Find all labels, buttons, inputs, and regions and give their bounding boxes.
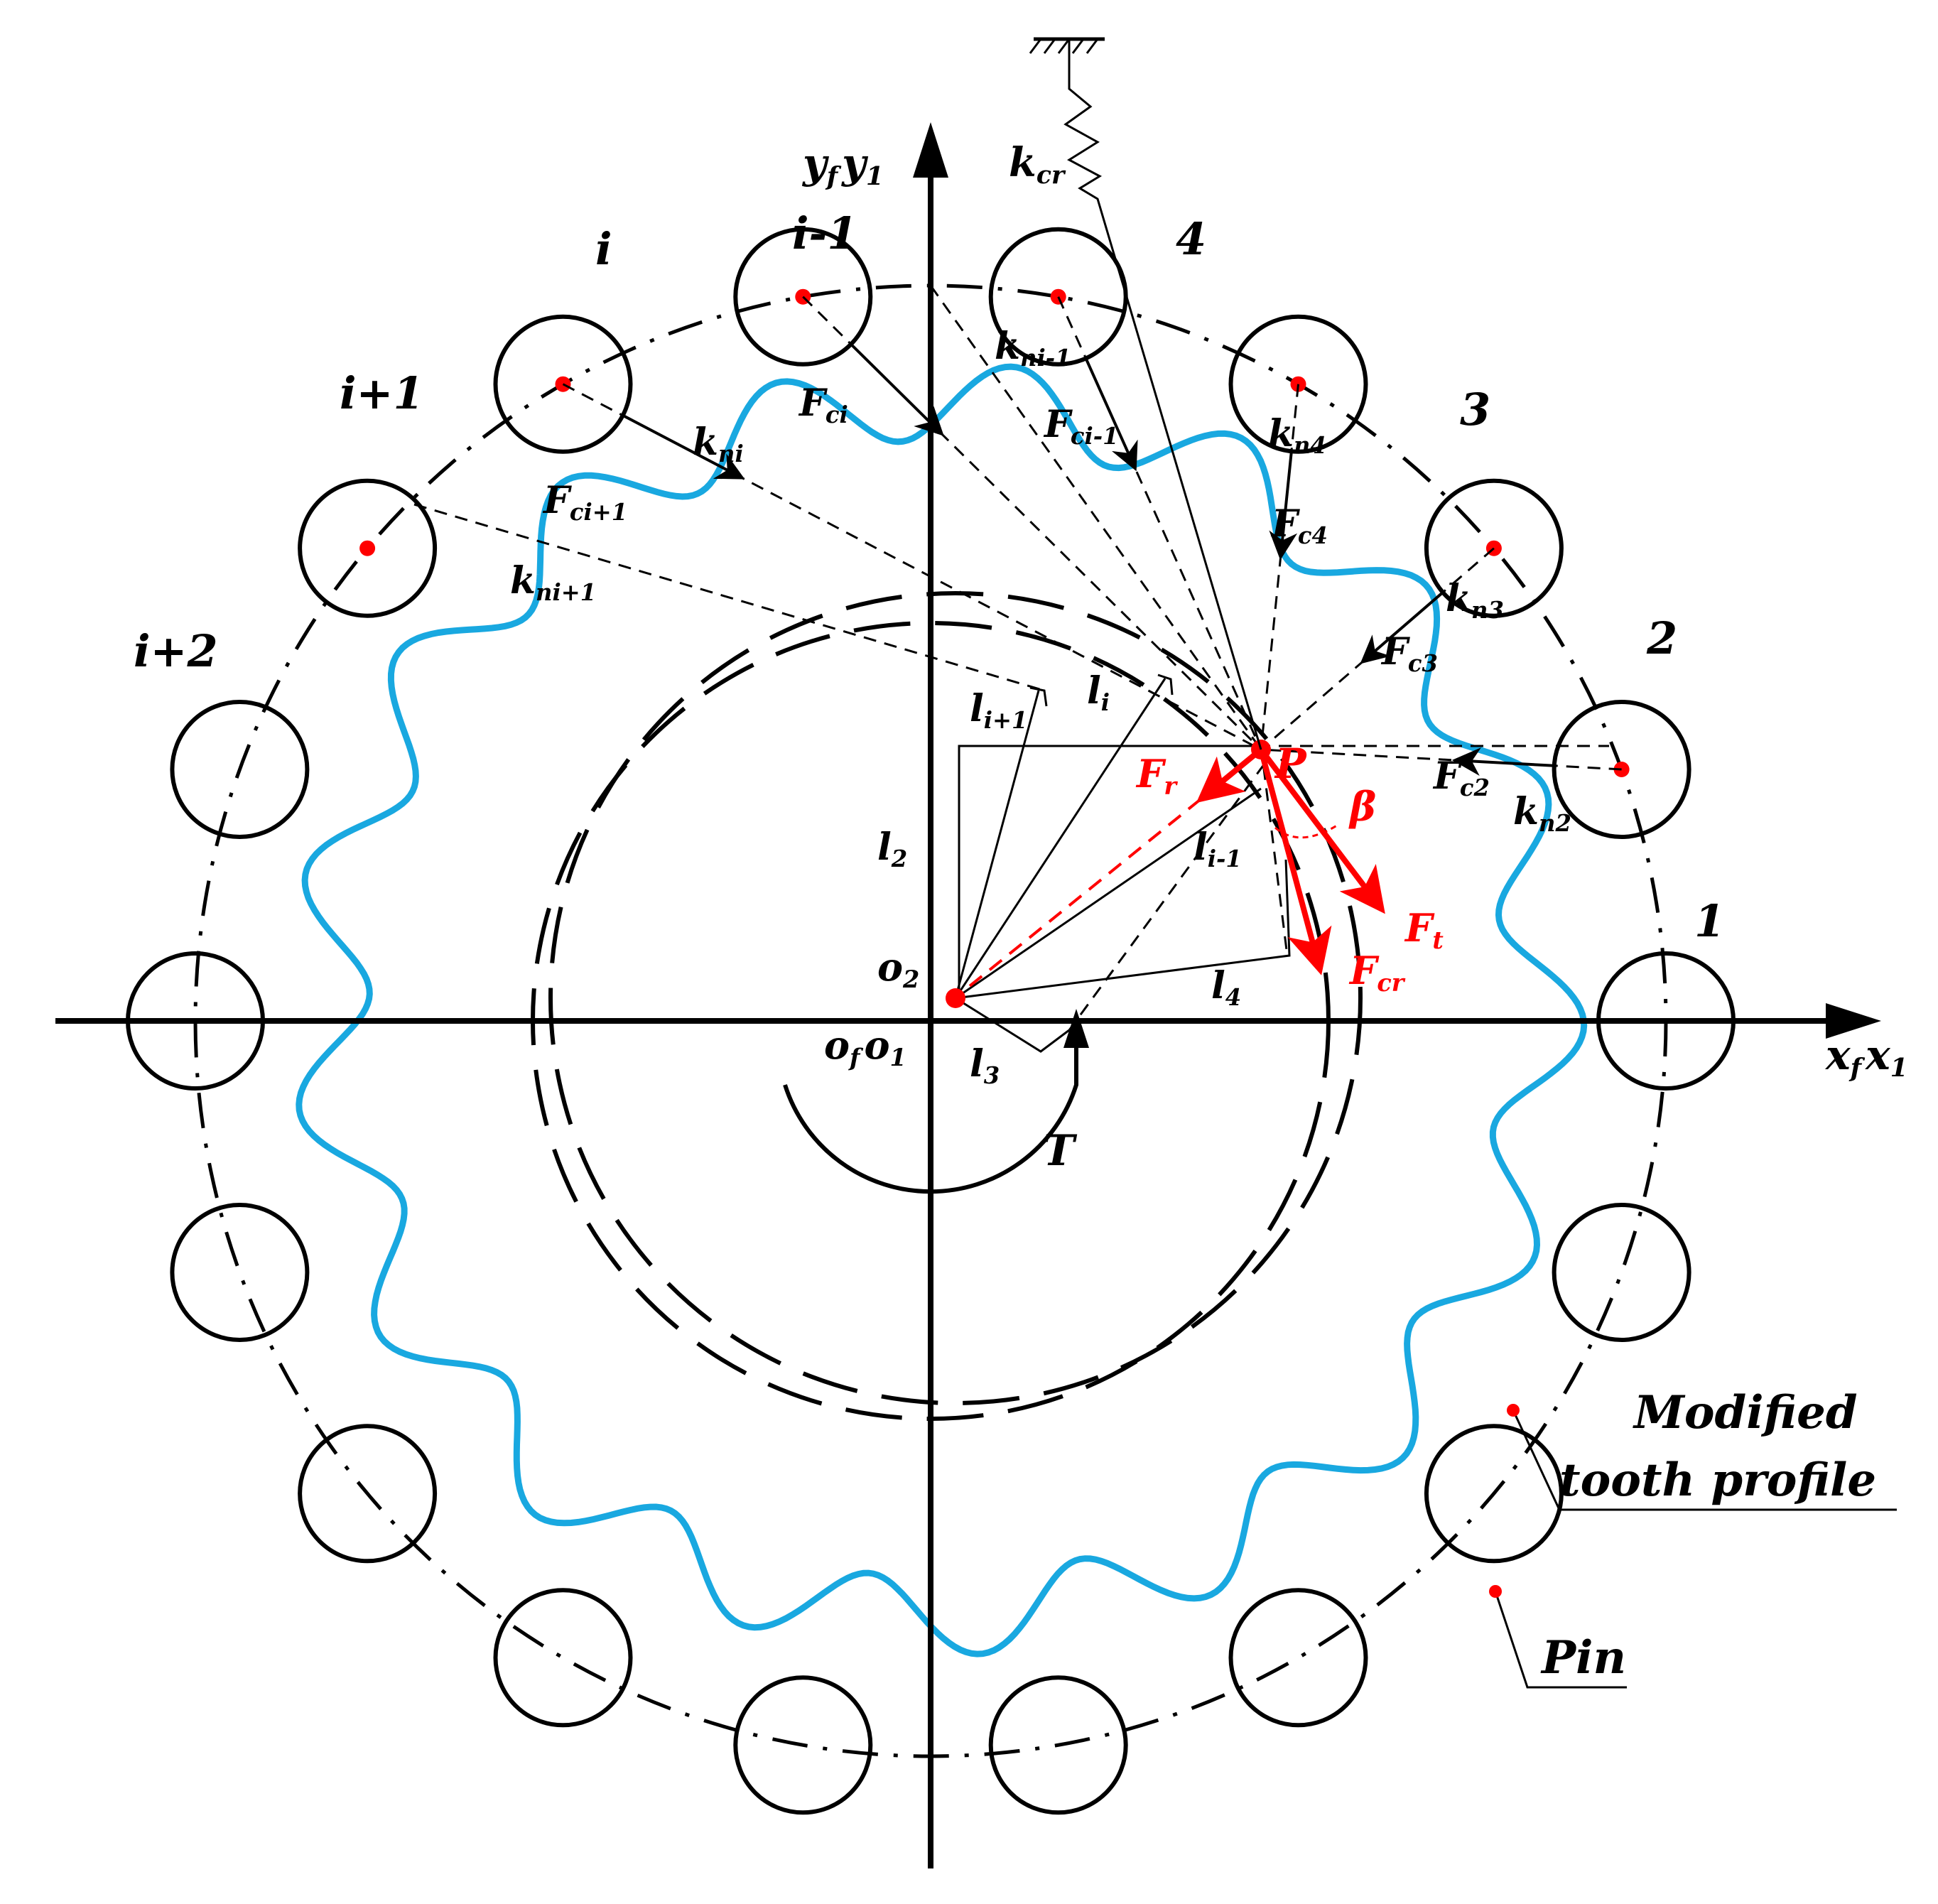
- pin-8: [170, 700, 310, 839]
- force-arrow-3: [1269, 450, 1298, 561]
- arm-li-minus-1: [955, 787, 1262, 1000]
- modified-profile-label-line2: tooth profile: [1559, 1454, 1876, 1507]
- pin-12: [493, 1588, 633, 1728]
- pin-label-i-plus-2: i+2: [134, 625, 218, 677]
- l3-segment: [955, 997, 1070, 1053]
- line-pin-i-minus-1: [929, 285, 1262, 750]
- fci-label: Fci: [798, 382, 848, 428]
- kcr-label: kcr: [1009, 139, 1066, 190]
- x-axis-arrow-icon: [1826, 1003, 1881, 1039]
- pin-3: [1228, 314, 1368, 454]
- kcr-spring: [1029, 37, 1262, 750]
- force-arrow-4: [1084, 357, 1138, 472]
- force-arrow-6: [622, 413, 745, 480]
- pin-marker: [1489, 1585, 1502, 1598]
- l4-label: l4: [1211, 964, 1241, 1011]
- arm-li-plus-1: [954, 690, 1040, 999]
- dashed-down-l4: [1260, 745, 1289, 956]
- pin-label-1: 1: [1694, 895, 1725, 947]
- kni-minus-1-label: kni-1: [995, 325, 1071, 372]
- arm-li: [954, 678, 1166, 999]
- li-plus-1-label: li+1: [970, 687, 1027, 734]
- o2-point: [946, 988, 965, 1008]
- pin-15: [1228, 1588, 1368, 1728]
- force-arrow-5: [850, 343, 944, 436]
- inner-dashed-circle-offset: [548, 591, 1363, 1405]
- pin-6: [493, 314, 633, 454]
- pin-2: [1424, 478, 1564, 618]
- pin-leader: [1494, 1591, 1627, 1689]
- ft-arrow: [1258, 747, 1385, 914]
- force-arrow-1: [1451, 747, 1554, 777]
- pin-label-3: 3: [1460, 384, 1490, 436]
- pin-5: [733, 227, 873, 367]
- dashed-to-p-1: [1260, 748, 1622, 771]
- fr-arrow: [1196, 747, 1263, 804]
- pin-label-i-minus-1: i-1: [792, 207, 857, 259]
- l2-label: l2: [877, 826, 907, 872]
- pin-7: [298, 478, 438, 618]
- fcr-label: Fcr: [1348, 948, 1406, 997]
- red-forces: [958, 747, 1385, 996]
- beta-label: β: [1348, 784, 1376, 831]
- dashed-from-pin-i-plus-1: [413, 503, 1045, 692]
- pin-center-7: [359, 540, 376, 556]
- fc3-label: Fc3: [1380, 630, 1438, 677]
- dashed-to-l3: [1068, 763, 1266, 1031]
- pin-10: [170, 1203, 310, 1342]
- ft-label: Ft: [1404, 905, 1444, 954]
- modified-profile-marker: [1507, 1404, 1520, 1417]
- kni-label: kni: [693, 421, 744, 467]
- dashed-to-p-3: [1260, 384, 1299, 750]
- l3-label: l3: [970, 1042, 1000, 1089]
- kn4-label: kn4: [1268, 412, 1326, 459]
- modified-tooth-profile-curve: [296, 363, 1588, 1657]
- pin-label-2: 2: [1646, 612, 1677, 664]
- fc4-label: Fc4: [1270, 502, 1328, 549]
- p-label: P: [1274, 740, 1307, 788]
- pin-13: [733, 1675, 873, 1815]
- kn2-label: kn2: [1513, 790, 1571, 837]
- pin-11: [298, 1424, 438, 1564]
- modified-leader: [1512, 1410, 1897, 1511]
- li-tick: [1157, 674, 1174, 696]
- torque-arrow-icon: [1063, 1009, 1089, 1048]
- kn3-label: kn3: [1446, 577, 1504, 624]
- pin-callout-label: Pin: [1540, 1631, 1626, 1684]
- fr-label: Fr: [1135, 751, 1178, 800]
- beta-arc: [1274, 823, 1340, 839]
- dashed-construction: [413, 503, 1609, 1031]
- kni-plus-1-label: kni+1: [510, 559, 596, 606]
- o2-label: o2: [877, 944, 919, 993]
- fr-dashed: [958, 798, 1202, 996]
- force-arrow-2: [1360, 591, 1444, 664]
- pin-14: [988, 1675, 1128, 1815]
- l4-segment: [955, 859, 1291, 1000]
- modified-profile-label-line1: Modified: [1633, 1386, 1858, 1439]
- torque-label: T: [1043, 1126, 1078, 1176]
- callout-leaders: [1494, 1410, 1897, 1689]
- fcr-arrow: [1258, 748, 1332, 975]
- contact-lines: [562, 285, 1622, 777]
- fci-plus-1-label: Fci+1: [542, 479, 627, 526]
- pin-label-i: i: [595, 223, 612, 275]
- pin-1: [1552, 700, 1691, 839]
- torque-arc: [783, 1044, 1078, 1194]
- fc2-label: Fc2: [1432, 754, 1490, 801]
- li-minus-1-label: li-1: [1193, 826, 1242, 872]
- dashed-to-p-4: [1057, 296, 1262, 750]
- pin-16: [1424, 1424, 1564, 1564]
- pin-label-i-plus-1: i+1: [340, 367, 424, 419]
- li-label: li: [1087, 669, 1110, 716]
- fci-minus-1-label: Fci-1: [1043, 403, 1119, 450]
- pin-label-4: 4: [1176, 213, 1206, 265]
- pin-17: [1552, 1203, 1691, 1342]
- y-axis-arrow-icon: [913, 122, 948, 178]
